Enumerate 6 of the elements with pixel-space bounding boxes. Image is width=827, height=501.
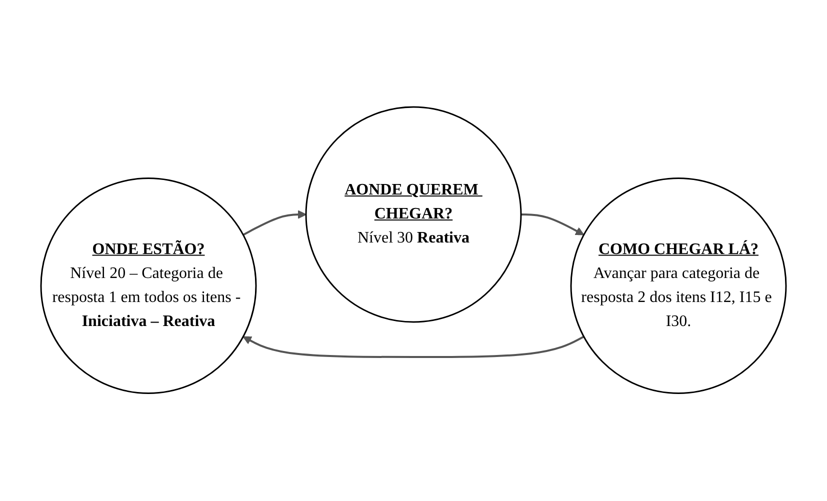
arrow (242, 210, 306, 236)
node-circle: AONDE QUEREM CHEGAR? Nível 30 Reativa (305, 106, 522, 324)
node-circle: ONDE ESTÃO? Nível 20 – Categoria de resposta 1 em todos os itens - Iniciativa – Reativa (40, 178, 257, 394)
arrow (521, 214, 584, 236)
node-circle: COMO CHEGAR LÁ? Avançar para categoria de resposta 2 dos itens I12, I15 e I30. (570, 178, 787, 394)
arrow (242, 336, 584, 358)
